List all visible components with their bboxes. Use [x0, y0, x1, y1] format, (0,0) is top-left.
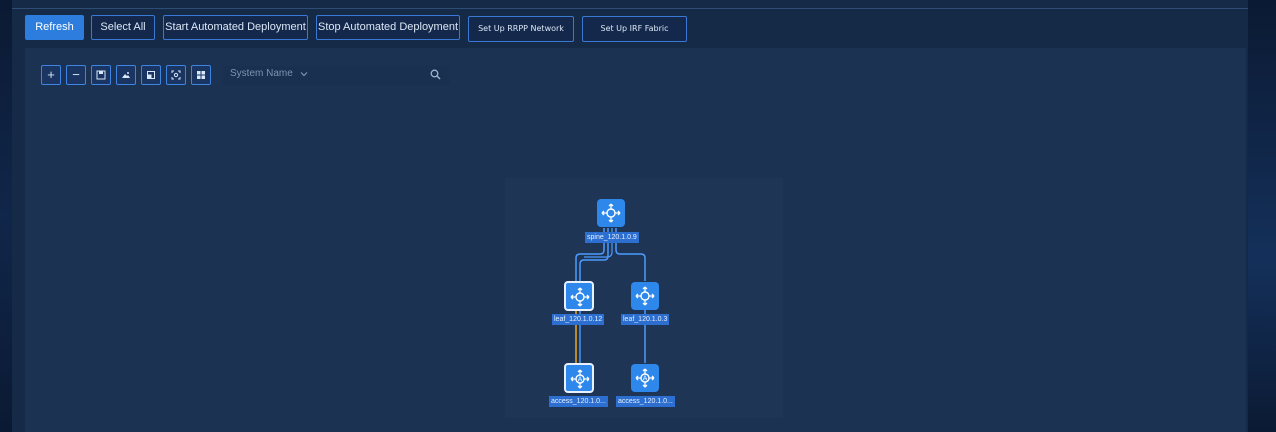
- leaf-node-label: leaf_120.1.0.3: [621, 314, 670, 325]
- export-image-button[interactable]: [116, 65, 136, 85]
- search-icon[interactable]: [430, 69, 441, 80]
- link-spine-leaf1: [575, 228, 605, 281]
- spine-node-label: spine_120.1.0.9: [585, 232, 639, 243]
- link-spine-leaf2: [615, 228, 646, 281]
- plus-icon: +: [47, 67, 55, 82]
- refresh-button[interactable]: Refresh: [25, 15, 84, 40]
- minus-icon: −: [72, 67, 80, 82]
- leaf-switch-node[interactable]: [564, 281, 594, 311]
- system-name-select[interactable]: System Name: [230, 68, 293, 79]
- layout-icon: [147, 71, 155, 79]
- set-up-irf-fabric-button[interactable]: Set Up IRF Fabric: [582, 16, 687, 42]
- background-right: [1248, 0, 1276, 432]
- switch-icon: [635, 286, 655, 306]
- grid-icon: [197, 71, 205, 79]
- save-button[interactable]: [91, 65, 111, 85]
- system-name-search[interactable]: System Name: [222, 66, 450, 85]
- spine-switch-node[interactable]: [597, 199, 625, 227]
- leaf-node-label: leaf_120.1.0.12: [552, 314, 605, 325]
- svg-text:A: A: [643, 375, 648, 383]
- fit-view-button[interactable]: [166, 65, 186, 85]
- svg-text:A: A: [578, 376, 583, 384]
- access-node-label: access_120.1.0...: [549, 396, 608, 407]
- access-switch-node[interactable]: A: [631, 364, 659, 392]
- access-switch-icon: A: [635, 368, 655, 388]
- layout-button[interactable]: [141, 65, 161, 85]
- zoom-out-button[interactable]: −: [66, 65, 86, 85]
- chevron-down-icon[interactable]: [300, 70, 308, 78]
- stop-automated-deployment-button[interactable]: Stop Automated Deployment: [316, 15, 460, 40]
- switch-icon: [601, 203, 621, 223]
- access-node-label: access_120.1.0...: [616, 396, 675, 407]
- access-switch-icon: A: [570, 369, 590, 389]
- save-icon: [96, 70, 106, 80]
- link-spine-leaf1-c: [584, 228, 613, 258]
- fit-view-icon: [171, 70, 181, 80]
- select-all-button[interactable]: Select All: [91, 15, 155, 40]
- set-up-rrpp-network-button[interactable]: Set Up RRPP Network: [468, 16, 574, 42]
- divider: [12, 8, 1248, 9]
- switch-icon: [570, 287, 590, 307]
- zoom-in-button[interactable]: +: [41, 65, 61, 85]
- start-automated-deployment-button[interactable]: Start Automated Deployment: [163, 15, 308, 40]
- access-switch-node[interactable]: A: [564, 363, 594, 393]
- image-icon: [122, 72, 130, 78]
- grid-view-button[interactable]: [191, 65, 211, 85]
- link-spine-leaf1-b: [579, 228, 609, 281]
- background-left: [0, 0, 12, 432]
- leaf-switch-node[interactable]: [631, 282, 659, 310]
